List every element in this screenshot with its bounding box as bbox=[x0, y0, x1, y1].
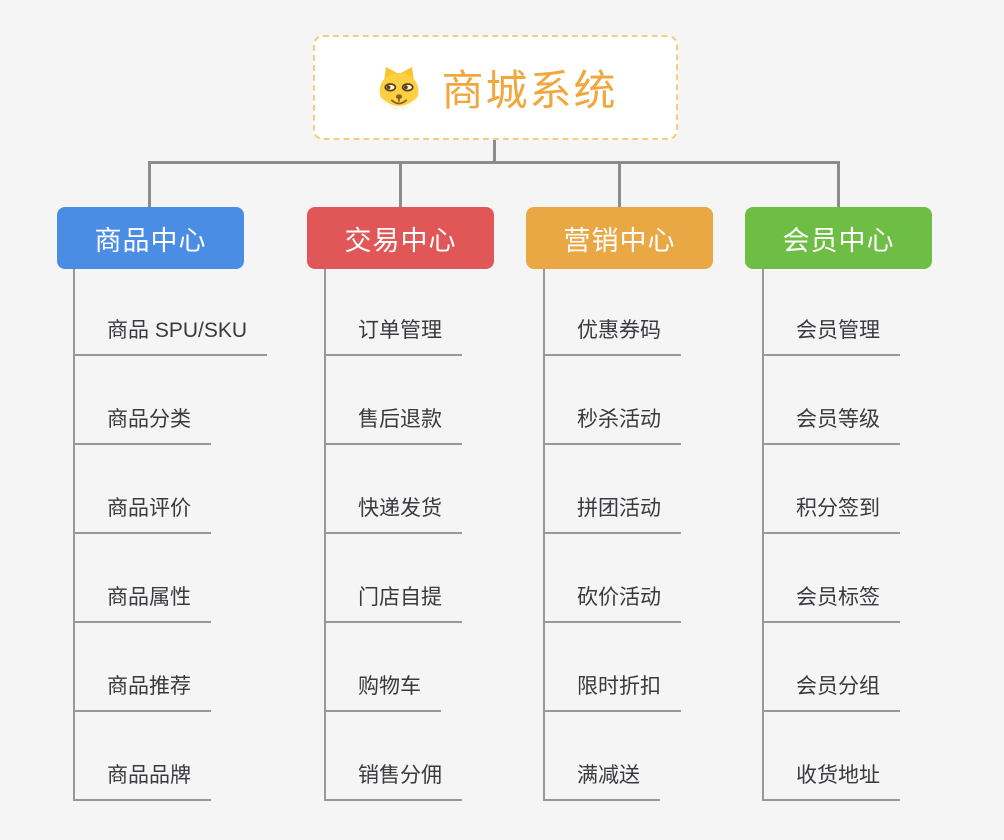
connector-drop-4 bbox=[837, 161, 840, 207]
child-node[interactable]: 商品推荐 bbox=[73, 674, 211, 712]
child-node[interactable]: 满减送 bbox=[543, 763, 660, 801]
child-node[interactable]: 会员等级 bbox=[762, 407, 900, 445]
branch-trunk-line bbox=[543, 269, 545, 800]
branch-node-marketing[interactable]: 营销中心 bbox=[526, 207, 713, 269]
branch-children: 优惠券码 秒杀活动 拼团活动 砍价活动 限时折扣 满减送 bbox=[543, 269, 681, 801]
branch-label: 会员中心 bbox=[782, 225, 895, 256]
child-node[interactable]: 会员分组 bbox=[762, 674, 900, 712]
branch-label: 交易中心 bbox=[344, 225, 457, 256]
branch-label: 商品中心 bbox=[94, 225, 207, 256]
branch-children: 订单管理 售后退款 快递发货 门店自提 购物车 销售分佣 bbox=[324, 269, 462, 801]
connector-drop-3 bbox=[618, 161, 621, 207]
branch-node-trade[interactable]: 交易中心 bbox=[307, 207, 494, 269]
child-node[interactable]: 销售分佣 bbox=[324, 763, 462, 801]
branch-node-product[interactable]: 商品中心 bbox=[57, 207, 244, 269]
child-node[interactable]: 会员管理 bbox=[762, 318, 900, 356]
branch-children: 会员管理 会员等级 积分签到 会员标签 会员分组 收货地址 bbox=[762, 269, 900, 801]
root-node[interactable]: 商城系统 bbox=[313, 35, 678, 140]
connector-drop-2 bbox=[399, 161, 402, 207]
branch-node-member[interactable]: 会员中心 bbox=[745, 207, 932, 269]
child-node[interactable]: 秒杀活动 bbox=[543, 407, 681, 445]
child-node[interactable]: 砍价活动 bbox=[543, 585, 681, 623]
child-node[interactable]: 商品属性 bbox=[73, 585, 211, 623]
child-node[interactable]: 拼团活动 bbox=[543, 496, 681, 534]
connector-bus-line bbox=[148, 161, 840, 164]
child-node[interactable]: 收货地址 bbox=[762, 763, 900, 801]
child-node[interactable]: 商品分类 bbox=[73, 407, 211, 445]
child-node[interactable]: 门店自提 bbox=[324, 585, 462, 623]
doge-icon bbox=[373, 64, 425, 112]
branch-label: 营销中心 bbox=[563, 225, 676, 256]
child-node[interactable]: 商品评价 bbox=[73, 496, 211, 534]
child-node[interactable]: 商品品牌 bbox=[73, 763, 211, 801]
root-title: 商城系统 bbox=[441, 67, 618, 114]
child-node[interactable]: 限时折扣 bbox=[543, 674, 681, 712]
child-node[interactable]: 积分签到 bbox=[762, 496, 900, 534]
child-node[interactable]: 会员标签 bbox=[762, 585, 900, 623]
child-node[interactable]: 商品 SPU/SKU bbox=[73, 318, 268, 356]
child-node[interactable]: 售后退款 bbox=[324, 407, 462, 445]
branch-trunk-line bbox=[73, 269, 75, 800]
child-node[interactable]: 购物车 bbox=[324, 674, 441, 712]
child-node[interactable]: 快递发货 bbox=[324, 496, 462, 534]
connector-root-stub bbox=[493, 140, 496, 164]
child-node[interactable]: 优惠券码 bbox=[543, 318, 681, 356]
child-node[interactable]: 订单管理 bbox=[324, 318, 462, 356]
branch-children: 商品 SPU/SKU 商品分类 商品评价 商品属性 商品推荐 商品品牌 bbox=[73, 269, 268, 801]
branch-trunk-line bbox=[762, 269, 764, 800]
branch-trunk-line bbox=[324, 269, 326, 800]
connector-drop-1 bbox=[148, 161, 151, 207]
